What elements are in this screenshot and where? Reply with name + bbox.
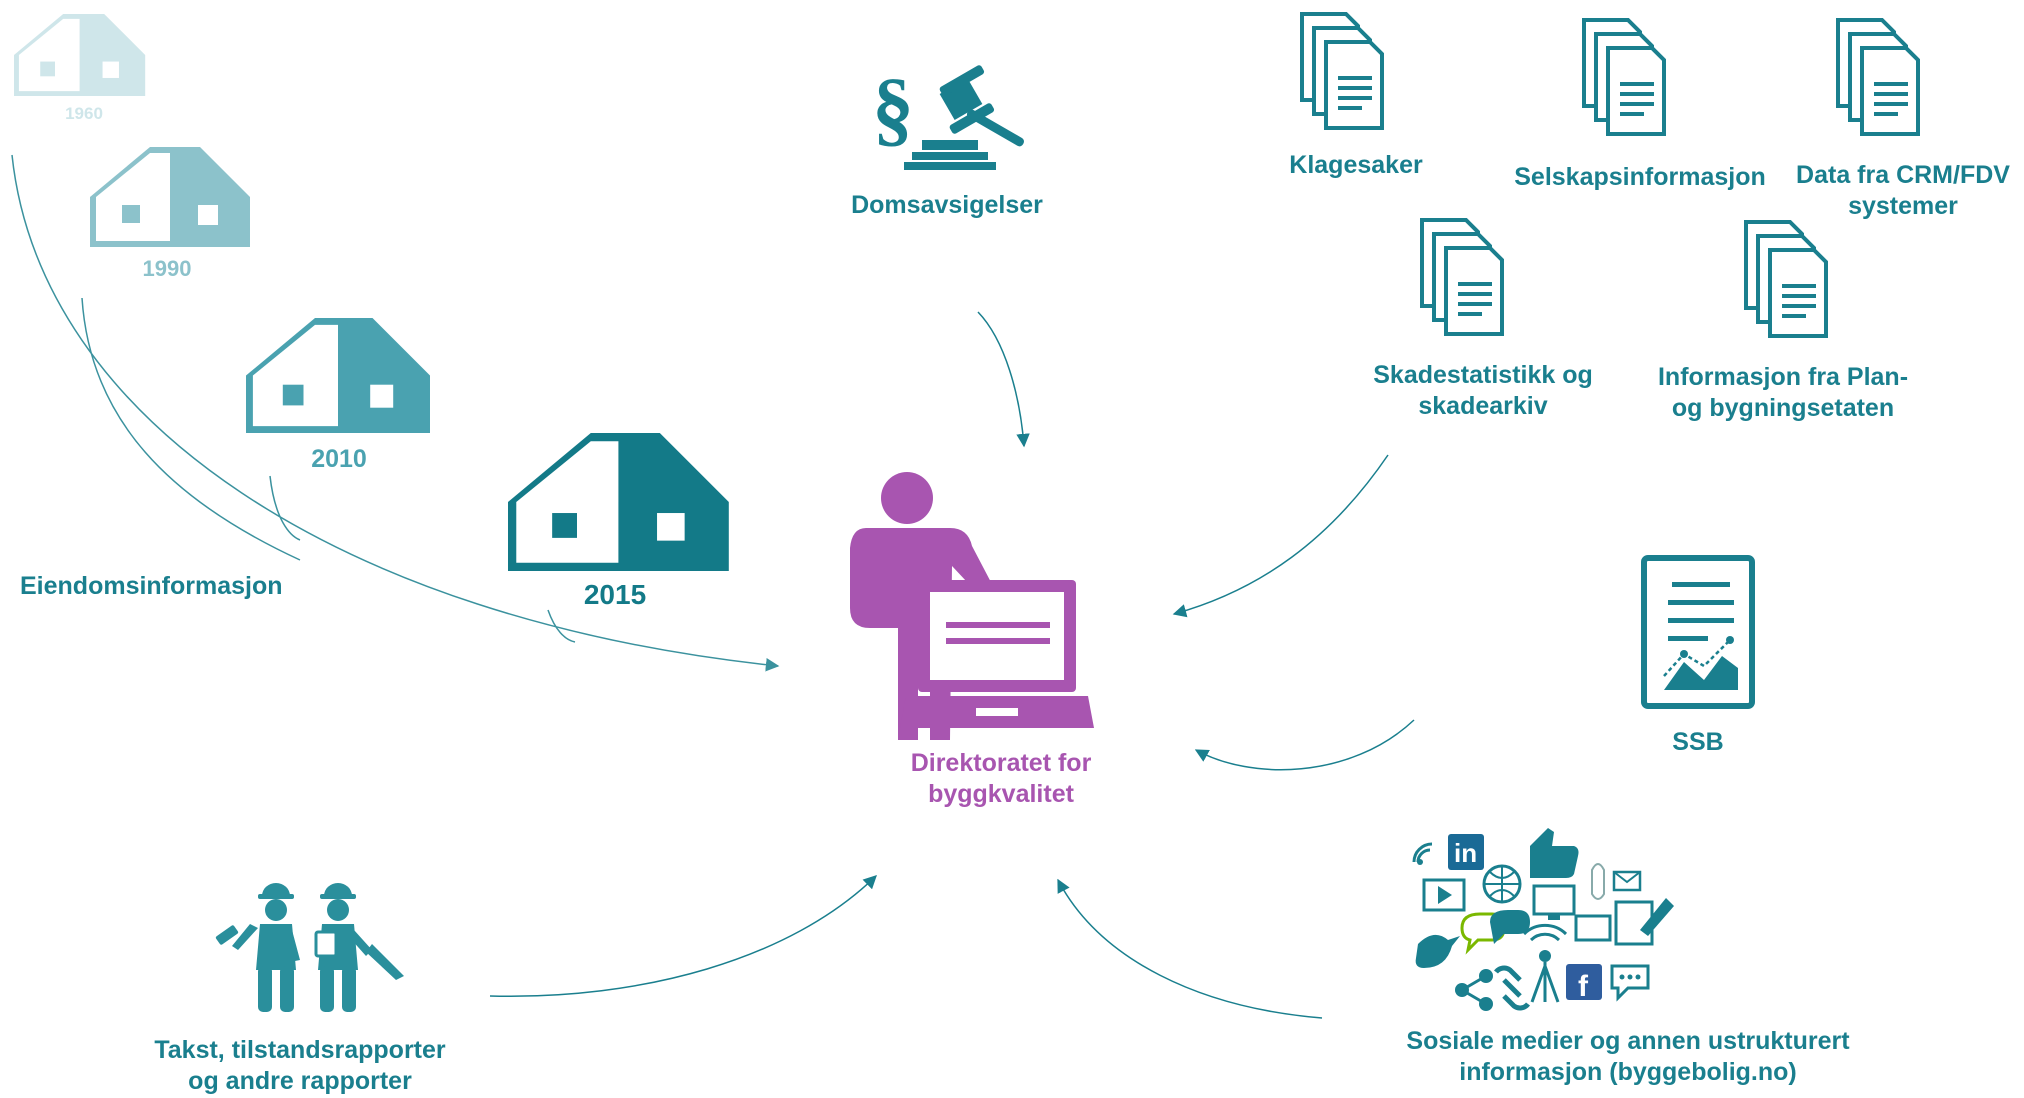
label-selskapsinformasjon: Selskapsinformasjon (1514, 163, 1766, 191)
label-plan-line1: Informasjon fra Plan- (1657, 363, 1909, 391)
house-2015-icon (508, 433, 729, 571)
label-reports-line1: Takst, tilstandsrapporter (154, 1036, 446, 1064)
document-stack-icon-complaints (1300, 12, 1384, 130)
label-center-line2: byggkvalitet (928, 779, 1074, 808)
label-center-line1: Direktoratet for (910, 749, 1092, 777)
svg-text:§: § (872, 62, 914, 155)
flow-line-social (1057, 878, 1323, 1019)
house-2010-icon (246, 318, 430, 433)
label-plan-line2: og bygningsetaten (1671, 393, 1895, 422)
document-stack-icon-company (1582, 18, 1666, 136)
label-crm-line2: systemer (1848, 191, 1958, 220)
label-center: Direktoratet for byggkvalitet (911, 748, 1092, 809)
label-ssb: SSB (1672, 728, 1724, 756)
flow-line-documents (1172, 454, 1389, 618)
label-social: Sosiale medier og annen ustrukturert inf… (1406, 1026, 1849, 1087)
label-1990: 1990 (142, 256, 192, 281)
document-stack-icon-crm (1836, 18, 1920, 136)
label-skadestatistikk-line2: skadearkiv (1418, 391, 1548, 420)
label-reports-line2: og andre rapporter (188, 1066, 412, 1095)
label-2015: 2015 (583, 579, 647, 610)
construction-workers-icon (215, 883, 404, 1012)
label-social-line1: Sosiale medier og annen ustrukturert (1406, 1027, 1850, 1055)
person-laptop-icon (850, 472, 1094, 740)
label-skadestatistikk: Skadestatistikk og skadearkiv (1373, 360, 1593, 421)
house-1960-icon (14, 14, 146, 96)
flow-line-2010 (269, 475, 301, 541)
label-crm: Data fra CRM/FDV systemer (1796, 160, 2010, 221)
label-domsavsigelser: Domsavsigelser (851, 191, 1043, 219)
gavel-paragraph-icon: § (872, 62, 1024, 170)
label-reports: Takst, tilstandsrapporter og andre rappo… (154, 1035, 445, 1096)
house-1990-icon (90, 147, 250, 247)
document-stack-icon-plan (1744, 220, 1828, 338)
flow-line-ssb (1194, 719, 1415, 771)
label-2010: 2010 (311, 445, 367, 473)
flow-line-1990 (81, 297, 301, 561)
label-crm-line1: Data fra CRM/FDV (1796, 161, 2010, 189)
flow-line-1960 (11, 154, 780, 672)
svg-text:f: f (1578, 970, 1589, 1003)
label-1960: 1960 (65, 104, 103, 123)
social-media-cluster-icon: in f (1412, 828, 1674, 1011)
document-stack-icon-damage (1420, 218, 1504, 336)
label-eiendomsinformasjon: Eiendomsinformasjon (20, 572, 283, 600)
label-skadestatistikk-line1: Skadestatistikk og (1373, 361, 1593, 389)
flow-line-court (977, 311, 1030, 448)
label-klagesaker: Klagesaker (1289, 151, 1423, 179)
flow-line-reports (489, 875, 877, 998)
label-social-line2: informasjon (byggebolig.no) (1459, 1057, 1797, 1086)
svg-text:in: in (1454, 838, 1477, 868)
flow-line-2015 (547, 609, 576, 643)
label-plan: Informasjon fra Plan- og bygningsetaten (1658, 362, 1908, 423)
statistics-report-icon (1641, 555, 1755, 709)
